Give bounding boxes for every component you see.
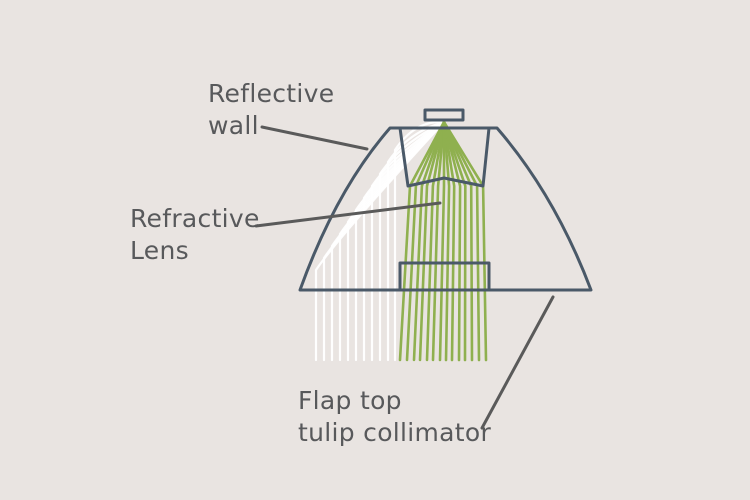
refracted-ray [442,120,462,362]
refracted-ray [442,120,474,362]
label-reflective-wall-line-1: Reflective [208,79,335,108]
refracted-ray [431,120,446,362]
label-reflective-wall: Reflective wall [208,78,334,142]
label-flap-top-line-2: tulip collimator [298,418,492,447]
refracted-ray [442,120,456,362]
refracted-ray [405,120,446,362]
leader-refractive-lens [254,201,442,228]
leader-lines [254,125,555,430]
refracted-ray [412,120,446,362]
collimator-body [298,108,593,292]
lens-cavity [398,127,491,188]
led-chip [423,108,465,122]
outer-shell [298,126,593,292]
refracted-ray [442,120,451,362]
reflected-ray [393,120,446,362]
refracted-ray [418,120,446,362]
reflected-ray [386,120,446,362]
label-flap-top-collimator: Flap top tulip collimator [298,385,491,449]
leader-flap-top [480,295,555,430]
label-reflective-wall-line-2: wall [208,111,259,140]
label-refractive-lens-line-1: Refractive [130,204,260,233]
label-flap-top-line-1: Flap top [298,386,402,415]
label-refractive-lens: Refractive Lens [130,203,260,267]
label-refractive-lens-line-2: Lens [130,236,189,265]
refracted-ray [438,120,446,362]
flap-top [398,261,491,292]
refracted-ray [425,120,446,362]
reflected-ray [370,120,446,362]
leader-reflective-wall [260,125,369,151]
refracted-ray [442,120,467,362]
reflected-ray [362,120,446,362]
